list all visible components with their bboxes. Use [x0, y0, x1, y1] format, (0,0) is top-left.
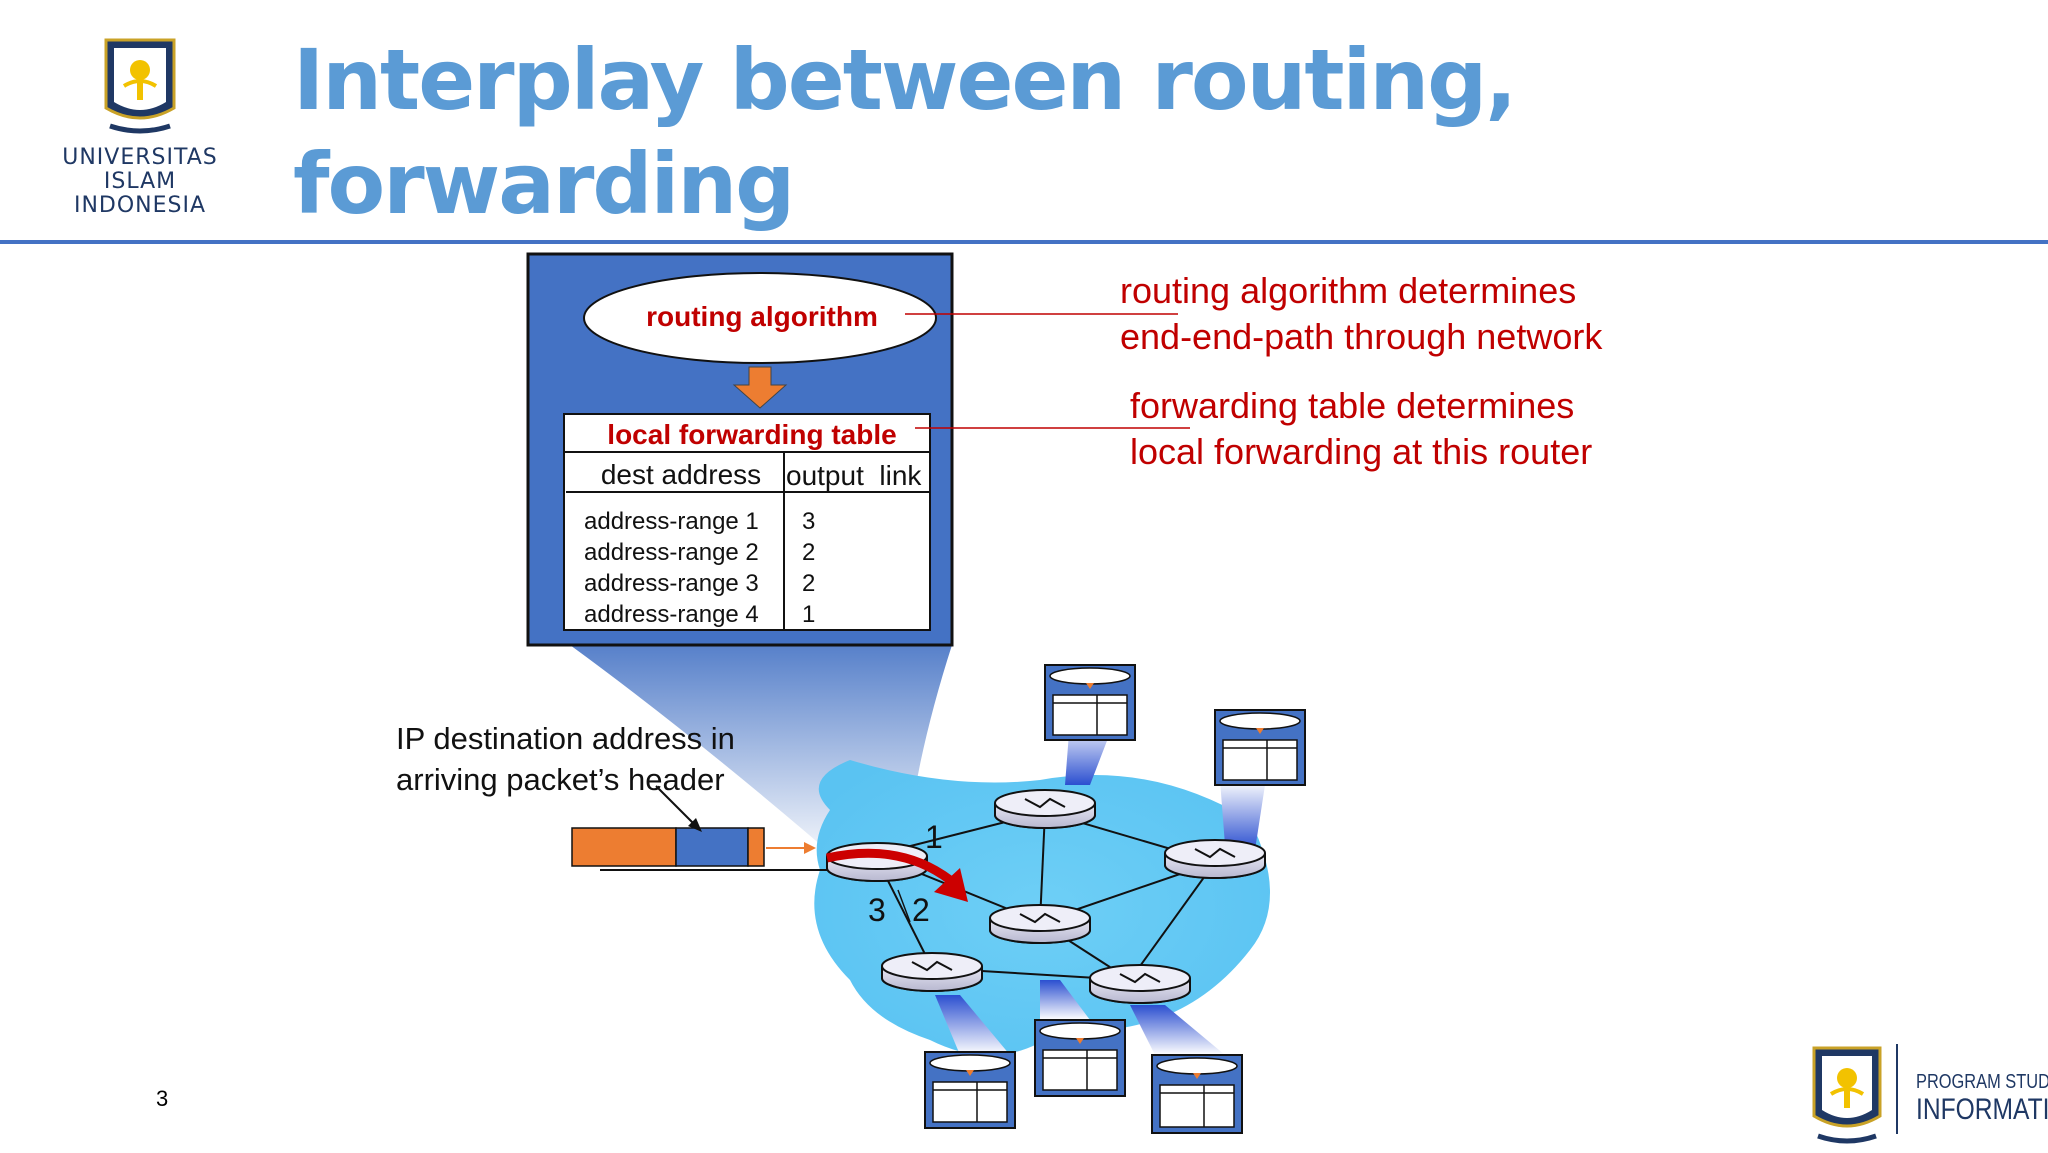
mini-beam [1130, 1005, 1225, 1055]
routing-algorithm-label: routing algorithm [646, 301, 878, 332]
title-divider [0, 240, 2048, 244]
router-icon [1164, 839, 1266, 879]
forwarding-table [563, 413, 931, 631]
router-icon [1089, 964, 1191, 1004]
router-icon [989, 904, 1091, 944]
router-icon [994, 789, 1096, 829]
table-cell-link: 1 [802, 601, 815, 628]
mini-router-box [1034, 1019, 1126, 1097]
packet-header [571, 827, 677, 867]
footer-divider [1896, 1044, 1898, 1134]
packet-pointer-arrowhead [688, 818, 702, 832]
packet-annotation-line: arriving packet’s header [396, 762, 725, 797]
mini-beam [1040, 980, 1090, 1020]
column-header-output: output link [786, 460, 922, 491]
router-icon [881, 952, 983, 992]
routing-annotation-line: routing algorithm determines [1120, 270, 1577, 311]
routing-algorithm-ellipse [583, 272, 937, 364]
link-label: 1 [925, 819, 943, 855]
university-name-line: UNIVERSITAS [62, 145, 218, 170]
university-seal-icon [1812, 1046, 1882, 1144]
program-name-line: PROGRAM STUDI [1916, 1071, 2048, 1093]
university-name-line: INDONESIA [73, 193, 207, 218]
packet-pointer-line [655, 785, 697, 827]
packet-arrowhead [804, 842, 816, 854]
mini-beam [1220, 780, 1265, 850]
routing-annotation: routing algorithm determines end-end-pat… [1120, 268, 1602, 360]
forwarding-table-title: local forwarding table [607, 419, 896, 450]
university-name-line: ISLAM [103, 169, 177, 194]
footer-seal [1810, 1044, 1884, 1148]
mini-router-box [924, 1051, 1016, 1129]
forwarding-annotation-line: local forwarding at this router [1130, 431, 1593, 472]
program-name-line: INFORMATIKA [1916, 1093, 2048, 1126]
table-cell-link: 3 [802, 508, 815, 535]
table-cell-link: 2 [802, 570, 815, 597]
packet-annotation: IP destination address in arriving packe… [396, 718, 735, 800]
packet-annotation-line: IP destination address in [396, 721, 735, 756]
slide-title: Interplay between routing, forwarding [293, 31, 1517, 233]
forwarding-annotation: forwarding table determines local forwar… [1130, 383, 1592, 475]
table-cell-dest: address-range 2 [584, 539, 759, 566]
forwarding-arrowhead [934, 868, 968, 902]
routing-annotation-line: end-end-path through network [1120, 316, 1603, 357]
mini-router-box [1214, 709, 1306, 786]
mini-router-box [1151, 1054, 1243, 1134]
program-name: PROGRAM STUDI INFORMATIKA [1916, 1068, 2048, 1126]
mini-router-box [1044, 664, 1136, 741]
university-seal-icon [104, 38, 176, 134]
column-header-dest: dest address [601, 459, 761, 490]
university-name: UNIVERSITAS ISLAM INDONESIA [30, 146, 250, 218]
down-arrow-icon [732, 366, 788, 409]
link-label: 3 [868, 892, 886, 928]
forwarding-arrow [826, 848, 953, 884]
table-cell-link: 2 [802, 539, 815, 566]
mini-beam [935, 995, 1010, 1055]
slide-number: 3 [156, 1086, 169, 1111]
table-cell-dest: address-range 1 [584, 508, 759, 535]
packet-trailer [747, 827, 765, 867]
table-cell-dest: address-range 3 [584, 570, 759, 597]
university-logo [100, 36, 180, 138]
link-label: 2 [912, 892, 930, 928]
table-cell-dest: address-range 4 [584, 601, 759, 628]
forwarding-annotation-line: forwarding table determines [1130, 385, 1575, 426]
forwarding-table-rows: address-range 1 3 address-range 2 2 addr… [584, 508, 815, 628]
packet-dest-field [675, 827, 749, 867]
